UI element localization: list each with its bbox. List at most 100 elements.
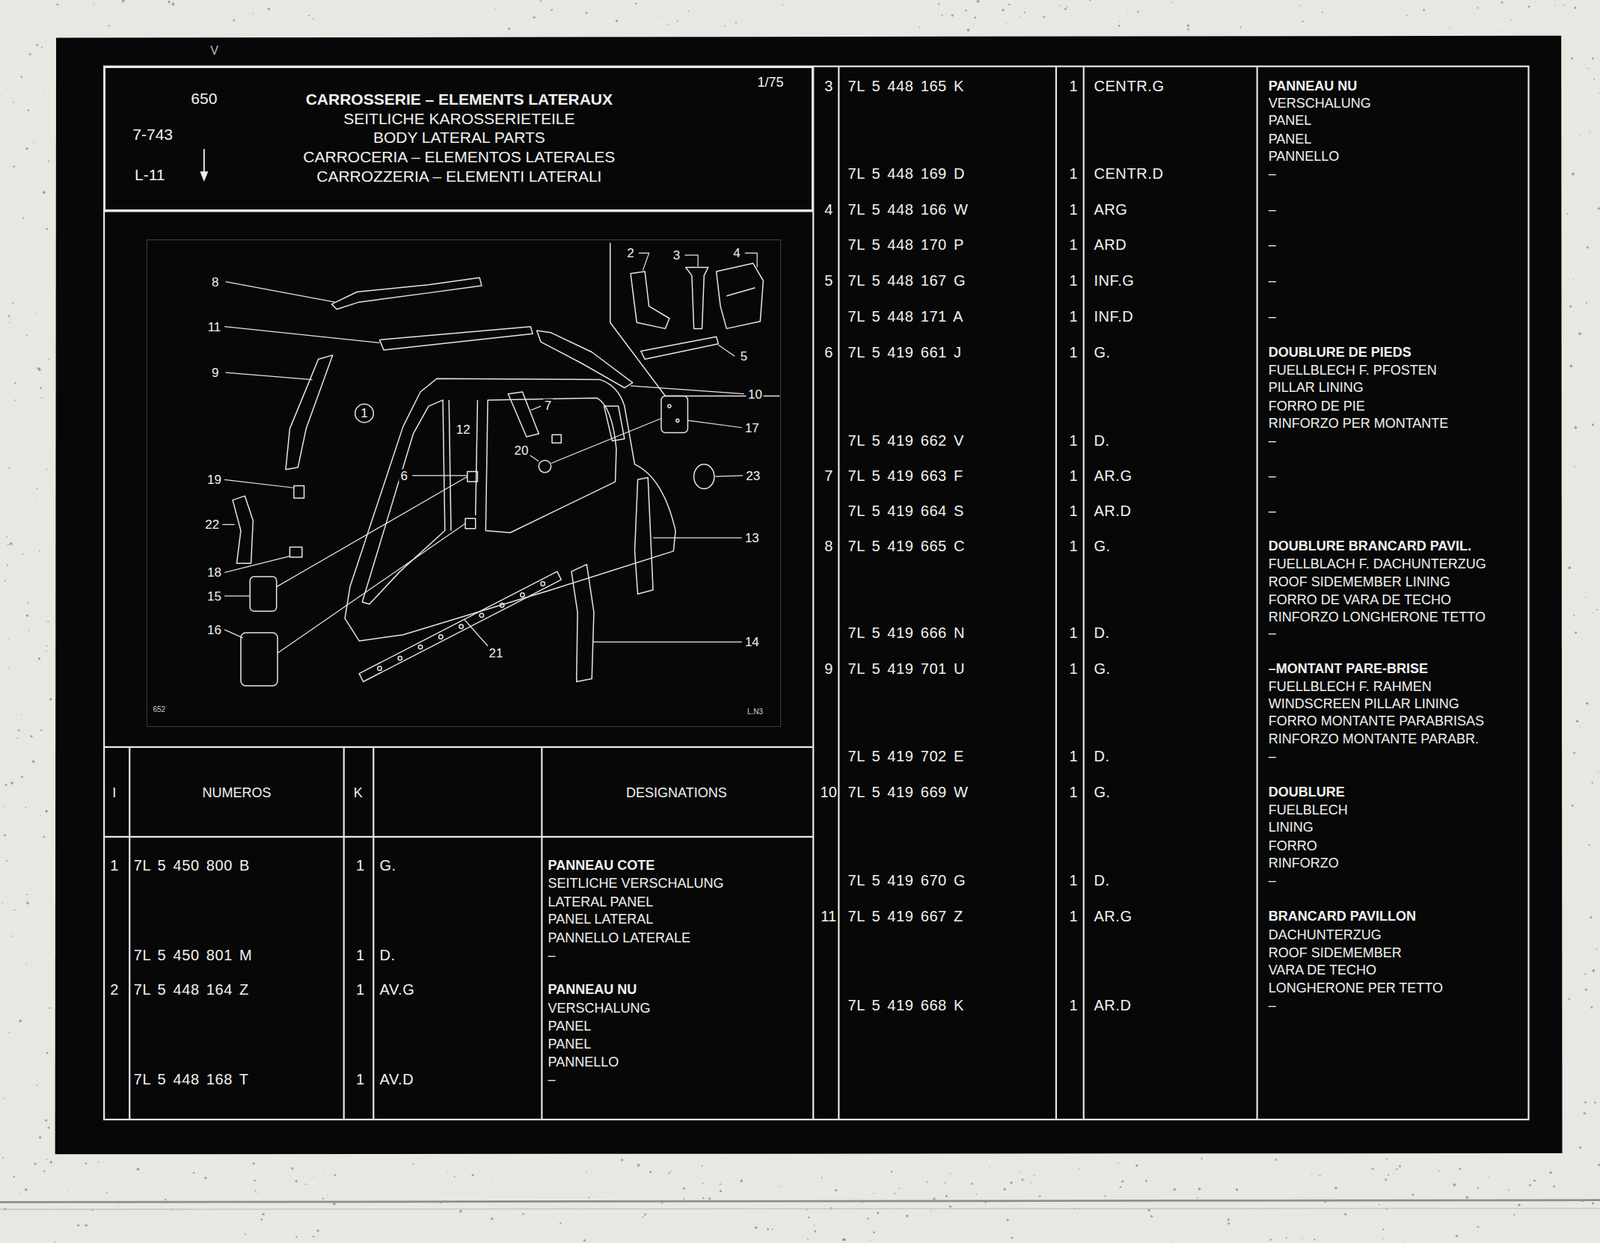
speck [682,1187,686,1191]
speck [1196,1197,1199,1200]
speck [50,1160,53,1164]
speck [701,1165,704,1167]
table-frame-part [812,66,814,1120]
table-cell: 7L 5 448 170 P [848,237,965,253]
car-body-illustration-part [467,471,478,482]
speck [41,47,43,49]
speck [117,1205,119,1207]
speck [1591,1202,1595,1205]
speck [724,25,726,27]
table-cell: 1 [1069,166,1078,182]
header-text: CARROZZERIA – ELEMENTI LATERALI [316,167,602,184]
designation-text: PANEL [1268,132,1313,146]
designation-text: RINFORZO LONGHERONE TETTO [1268,610,1486,624]
speck [38,1136,42,1139]
table-cell: 1 [1069,237,1078,253]
speck [14,399,17,401]
speck [1585,302,1588,304]
speck [34,1163,37,1166]
speck [1552,1185,1556,1188]
table-cell: 7 [824,468,833,484]
speck [20,714,22,716]
speck [1235,1188,1238,1191]
speck [1586,246,1589,250]
table-cell: D. [1093,748,1110,764]
speck [1119,20,1120,22]
speck [8,467,10,470]
speck [735,21,737,24]
speck [10,781,14,785]
speck [1574,631,1577,634]
table-cell: 7L 5 419 663 F [848,468,964,484]
speck [1573,752,1576,755]
table-cell: AR.D [1093,997,1131,1013]
speck [5,783,8,787]
speck [7,1044,9,1046]
speck [1371,1167,1375,1170]
leader-lines-part [529,455,539,462]
callout-number: 9 [210,365,220,379]
speck [1392,1173,1394,1175]
speck [701,1182,704,1185]
header-text: 7-743 [132,125,173,142]
bottom-edge-part [0,1208,1600,1210]
speck [1571,172,1575,176]
callout-number: 6 [398,469,409,482]
car-body-illustration-part [520,593,525,597]
speck [583,1239,586,1242]
table-cell: ARG [1093,201,1128,217]
designation-text: SEITLICHE VERSCHALUNG [548,876,725,891]
speck [295,1236,297,1238]
speck [48,358,51,360]
table-frame [103,66,1529,1120]
speck [261,1213,265,1217]
speck [1384,1178,1387,1182]
designation-text: – [1268,273,1277,288]
speck [661,1202,663,1204]
speck [305,1184,307,1186]
speck [6,87,8,89]
speck [1593,78,1595,81]
callout-number: 7 [543,398,553,412]
speck [1589,916,1592,919]
speck [1567,213,1569,215]
speck [1187,24,1190,27]
speck [697,1161,700,1164]
speck [1403,1242,1405,1243]
table-cell: AR.G [1093,908,1132,924]
table-frame-part [1083,66,1085,1120]
speck [666,23,668,26]
speck [1169,0,1171,2]
speck [1018,1171,1020,1173]
callout-number: 20 [513,443,531,457]
speck [1597,1163,1600,1167]
speck [1588,844,1591,847]
table-cell: 7L 5 419 667 Z [848,908,964,924]
speck [1570,365,1574,369]
speck [312,17,315,20]
speck [1089,0,1092,1]
designation-text: – [548,948,556,962]
speck [29,53,32,56]
speck [85,1162,88,1165]
speck [35,312,37,314]
callout-number: 16 [205,623,223,636]
table-frame-part [1055,66,1057,1120]
speck [22,217,24,220]
speck [540,0,542,2]
designation-text: PANNELLO LATERALE [548,931,691,945]
speck [642,1216,645,1218]
callout-number: 18 [205,566,223,579]
speck [2,1157,4,1159]
speck [40,729,42,731]
table-cell: 1 [1069,344,1078,360]
table-cell: 7L 5 448 165 K [848,78,965,94]
speck [1001,8,1004,12]
car-body-illustration-part [459,624,464,629]
speck [1588,131,1590,133]
speck [657,15,659,17]
speck [1528,1184,1532,1187]
designation-text: – [1268,309,1277,324]
speck [970,1182,974,1185]
speck [326,1194,328,1196]
